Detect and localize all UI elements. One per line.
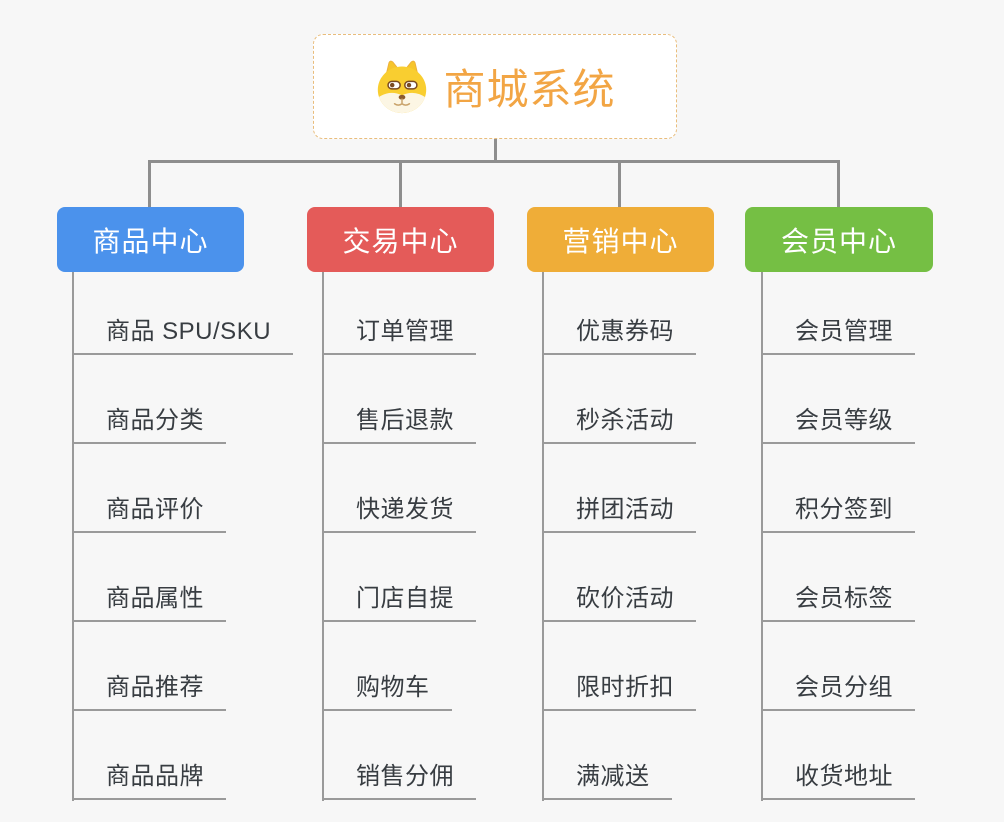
branch-label: 营销中心 bbox=[562, 225, 679, 257]
leaf-node[interactable]: 销售分佣 bbox=[322, 754, 476, 800]
connector-drop-product bbox=[148, 160, 151, 208]
leaf-node[interactable]: 商品 SPU/SKU bbox=[72, 309, 294, 355]
leaf-node[interactable]: 会员分组 bbox=[761, 665, 915, 711]
mindmap-canvas: 商城系统 商品中心 交易中心 营销中心 会员中心 商品 SPU/SKU 商品分类… bbox=[57, 34, 933, 801]
bottom-margin bbox=[0, 822, 1004, 840]
leaf-node[interactable]: 商品推荐 bbox=[72, 665, 226, 711]
leaf-node[interactable]: 购物车 bbox=[322, 665, 452, 711]
branch-label: 会员中心 bbox=[780, 225, 897, 257]
connector-bus bbox=[148, 160, 840, 163]
branch-node-product-center[interactable]: 商品中心 bbox=[57, 207, 244, 272]
shiba-dog-icon bbox=[378, 60, 427, 113]
leaf-node[interactable]: 秒杀活动 bbox=[542, 398, 696, 444]
leaf-node[interactable]: 商品属性 bbox=[72, 576, 226, 622]
connector-drop-marketing bbox=[618, 160, 621, 208]
connector-drop-member bbox=[837, 160, 840, 208]
leaf-node[interactable]: 商品评价 bbox=[72, 487, 226, 533]
root-title: 商城系统 bbox=[443, 66, 616, 113]
spine-trade-center bbox=[322, 272, 324, 801]
branch-node-member-center[interactable]: 会员中心 bbox=[745, 207, 933, 272]
leaf-node[interactable]: 收货地址 bbox=[761, 754, 915, 800]
leaf-node[interactable]: 拼团活动 bbox=[542, 487, 696, 533]
connector-drop-trade bbox=[399, 160, 402, 208]
leaf-node[interactable]: 积分签到 bbox=[761, 487, 915, 533]
leaf-node[interactable]: 优惠券码 bbox=[542, 309, 696, 355]
leaf-node[interactable]: 订单管理 bbox=[322, 309, 476, 355]
leaf-node[interactable]: 门店自提 bbox=[322, 576, 476, 622]
leaf-node[interactable]: 售后退款 bbox=[322, 398, 476, 444]
branch-node-marketing-center[interactable]: 营销中心 bbox=[527, 207, 714, 272]
leaf-node[interactable]: 满减送 bbox=[542, 754, 672, 800]
branch-label: 交易中心 bbox=[342, 225, 459, 257]
connector-root-drop bbox=[494, 139, 497, 163]
leaf-node[interactable]: 商品分类 bbox=[72, 398, 226, 444]
leaf-node[interactable]: 商品品牌 bbox=[72, 754, 226, 800]
spine-marketing-center bbox=[542, 272, 544, 801]
leaf-node[interactable]: 限时折扣 bbox=[542, 665, 696, 711]
spine-product-center bbox=[72, 272, 74, 801]
leaf-node[interactable]: 会员标签 bbox=[761, 576, 915, 622]
branch-node-trade-center[interactable]: 交易中心 bbox=[307, 207, 494, 272]
branch-label: 商品中心 bbox=[92, 225, 209, 257]
leaf-node[interactable]: 会员管理 bbox=[761, 309, 915, 355]
spine-member-center bbox=[761, 272, 763, 801]
leaf-node[interactable]: 会员等级 bbox=[761, 398, 915, 444]
leaf-node[interactable]: 快递发货 bbox=[322, 487, 476, 533]
leaf-node[interactable]: 砍价活动 bbox=[542, 576, 696, 622]
root-node-mall-system[interactable]: 商城系统 bbox=[313, 34, 677, 139]
